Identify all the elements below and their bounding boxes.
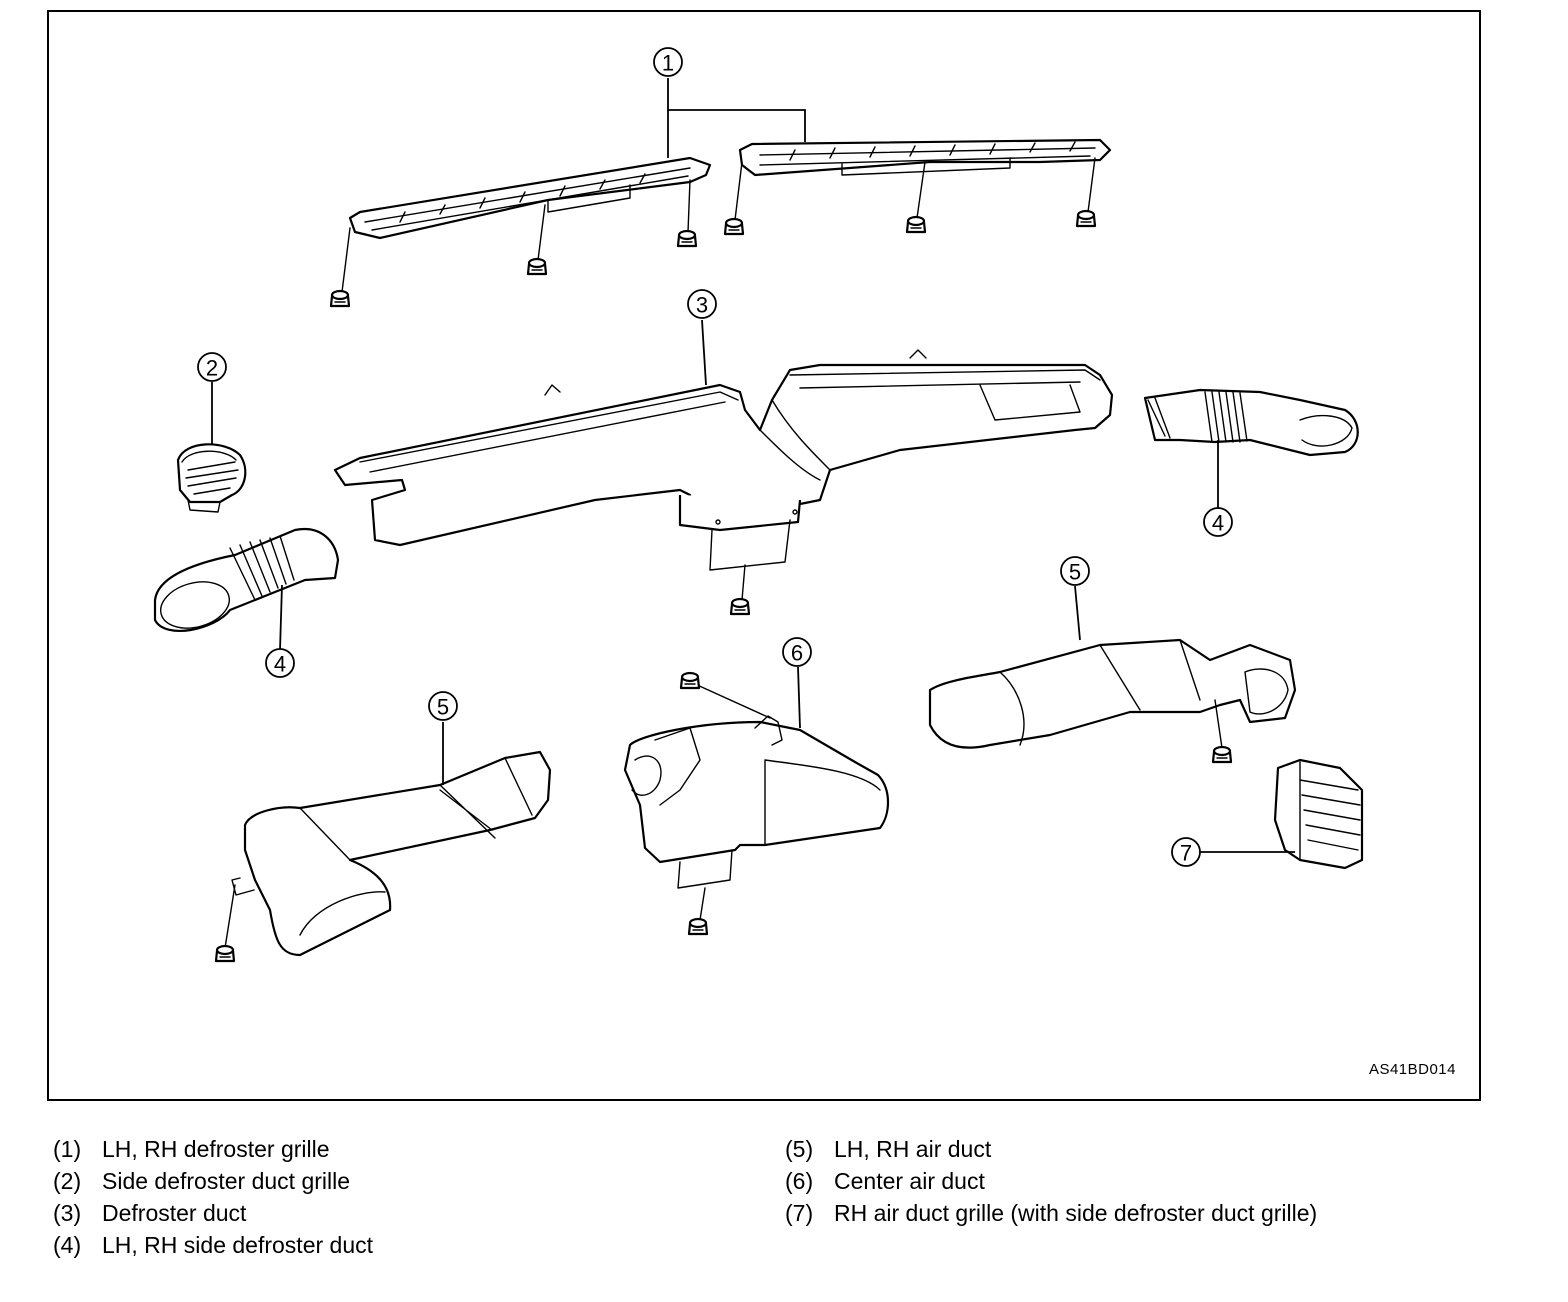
screw-icon: [526, 257, 548, 276]
callout-leaders: [211, 78, 1295, 853]
callout-6: 6: [782, 637, 812, 667]
callout-4-lh: 4: [265, 648, 295, 678]
svg-text:2: 2: [206, 356, 218, 381]
legend-item: (7) RH air duct grille (with side defrost…: [785, 1197, 1317, 1229]
svg-text:5: 5: [437, 695, 449, 720]
screw-icon: [723, 217, 745, 236]
lh-side-defroster-duct: [153, 527, 340, 632]
figure-frame: [47, 10, 1481, 1101]
legend-number: (4): [53, 1232, 82, 1258]
rh-defroster-grille: [723, 138, 1112, 236]
legend-label: LH, RH side defroster duct: [102, 1232, 374, 1258]
callout-5-lh: 5: [428, 691, 458, 721]
callout-1: 1: [653, 47, 683, 77]
legend-item: (6) Center air duct: [785, 1165, 1317, 1197]
screw-icon: [329, 289, 351, 308]
legend-number: (6): [785, 1168, 814, 1194]
legend-label: Center air duct: [834, 1168, 985, 1194]
callout-7: 7: [1171, 837, 1201, 867]
legend-number: (3): [53, 1200, 82, 1226]
legend-left: (1) LH, RH defroster grille (2) Side defro…: [53, 1133, 373, 1261]
callout-2: 2: [197, 352, 227, 382]
legend-label: LH, RH air duct: [834, 1136, 992, 1162]
callout-5-rh: 5: [1060, 556, 1090, 586]
screw-icon: [729, 597, 751, 616]
screw-icon: [687, 917, 709, 936]
svg-text:7: 7: [1180, 841, 1192, 866]
legend-label: Defroster duct: [102, 1200, 247, 1226]
svg-text:5: 5: [1069, 560, 1081, 585]
svg-text:6: 6: [791, 641, 803, 666]
svg-text:4: 4: [1212, 511, 1224, 536]
screw-icon: [1075, 209, 1097, 228]
svg-text:4: 4: [274, 652, 286, 677]
legend-number: (1): [53, 1136, 82, 1162]
rh-side-defroster-duct: [1143, 388, 1359, 457]
legend-number: (2): [53, 1168, 82, 1194]
rh-air-duct-grille: [1273, 758, 1364, 870]
legend-label: LH, RH defroster grille: [102, 1136, 330, 1162]
legend-item: (3) Defroster duct: [53, 1197, 373, 1229]
screw-icon: [679, 671, 701, 690]
legend-number: (5): [785, 1136, 814, 1162]
lh-air-duct: [214, 750, 552, 963]
legend-right: (5) LH, RH air duct (6) Center air duct (7…: [785, 1133, 1317, 1229]
svg-text:3: 3: [696, 293, 708, 318]
callout-4-rh: 4: [1203, 507, 1233, 537]
legend-item: (5) LH, RH air duct: [785, 1133, 1317, 1165]
screw-icon: [1211, 745, 1233, 764]
lh-defroster-grille: [329, 156, 712, 308]
screw-icon: [214, 944, 236, 963]
legend-item: (4) LH, RH side defroster duct: [53, 1229, 373, 1261]
legend-label: Side defroster duct grille: [102, 1168, 351, 1194]
screw-icon: [905, 215, 927, 234]
screw-icon: [676, 229, 698, 248]
legend-item: (1) LH, RH defroster grille: [53, 1133, 373, 1165]
svg-text:1: 1: [662, 51, 674, 76]
side-defroster-duct-grille: [176, 443, 247, 513]
figure-code: AS41BD014: [1368, 1061, 1456, 1078]
legend-number: (7): [785, 1200, 814, 1226]
callout-3: 3: [687, 289, 717, 319]
legend-item: (2) Side defroster duct grille: [53, 1165, 373, 1197]
defroster-duct: [333, 349, 1114, 616]
rh-air-duct: [928, 638, 1297, 764]
center-air-duct: [623, 671, 890, 936]
legend-label: RH air duct grille (with side defroster …: [834, 1200, 1318, 1226]
